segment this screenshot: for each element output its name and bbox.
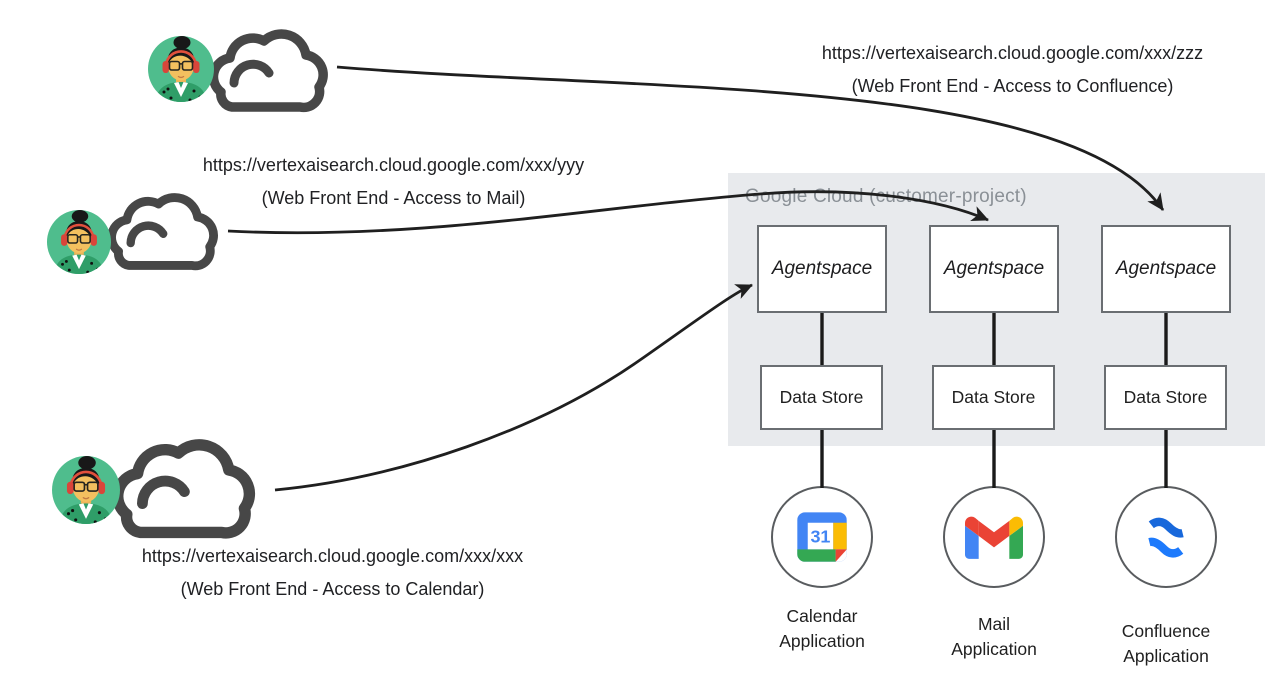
url-caption: (Web Front End - Access to Mail): [261, 188, 526, 208]
url-block-confluence: https://vertexaisearch.cloud.google.com/…: [790, 37, 1235, 103]
url-caption: (Web Front End - Access to Confluence): [851, 76, 1174, 96]
url-text: https://vertexaisearch.cloud.google.com/…: [202, 155, 585, 175]
user-avatar-icon: [47, 210, 111, 275]
agentspace-label: Agentspace: [771, 258, 873, 279]
agentspace-box-mail: Agentspace: [929, 225, 1059, 313]
url-text: https://vertexaisearch.cloud.google.com/…: [141, 546, 524, 566]
url-caption: (Web Front End - Access to Calendar): [180, 579, 485, 599]
url-block-calendar: https://vertexaisearch.cloud.google.com/…: [110, 540, 555, 606]
mail-app-circle: [943, 486, 1045, 588]
agentspace-label: Agentspace: [943, 258, 1045, 279]
calendar-day-number: 31: [810, 527, 830, 547]
data-store-label: Data Store: [1123, 387, 1208, 407]
url-text: https://vertexaisearch.cloud.google.com/…: [821, 43, 1204, 63]
google-calendar-icon: 31: [797, 512, 847, 562]
confluence-app-label: Confluence Application: [1121, 621, 1211, 666]
agentspace-label: Agentspace: [1115, 258, 1217, 279]
confluence-icon: [1148, 517, 1184, 558]
data-store-label: Data Store: [779, 387, 864, 407]
arrow-user3-to-calendar-agentspace: [274, 283, 753, 492]
calendar-app-circle: 31: [771, 486, 873, 588]
calendar-app-label: Calendar Application: [779, 606, 865, 651]
mail-app-label: Mail Application: [951, 614, 1037, 659]
google-cloud-container-title: Google Cloud (customer-project): [745, 186, 1027, 207]
confluence-app-circle: [1115, 486, 1217, 588]
data-store-box-confluence: Data Store: [1104, 365, 1227, 430]
user-avatar-icon: [148, 36, 214, 104]
agentspace-box-calendar: Agentspace: [757, 225, 887, 313]
gmail-icon: [965, 516, 1023, 559]
data-store-box-mail: Data Store: [932, 365, 1055, 430]
agentspace-box-confluence: Agentspace: [1101, 225, 1231, 313]
data-store-label: Data Store: [951, 387, 1036, 407]
cloud-icon: [118, 445, 250, 533]
user-avatar-icon: [52, 456, 120, 526]
data-store-box-calendar: Data Store: [760, 365, 883, 430]
url-block-mail: https://vertexaisearch.cloud.google.com/…: [171, 149, 616, 215]
cloud-icon: [213, 34, 323, 107]
